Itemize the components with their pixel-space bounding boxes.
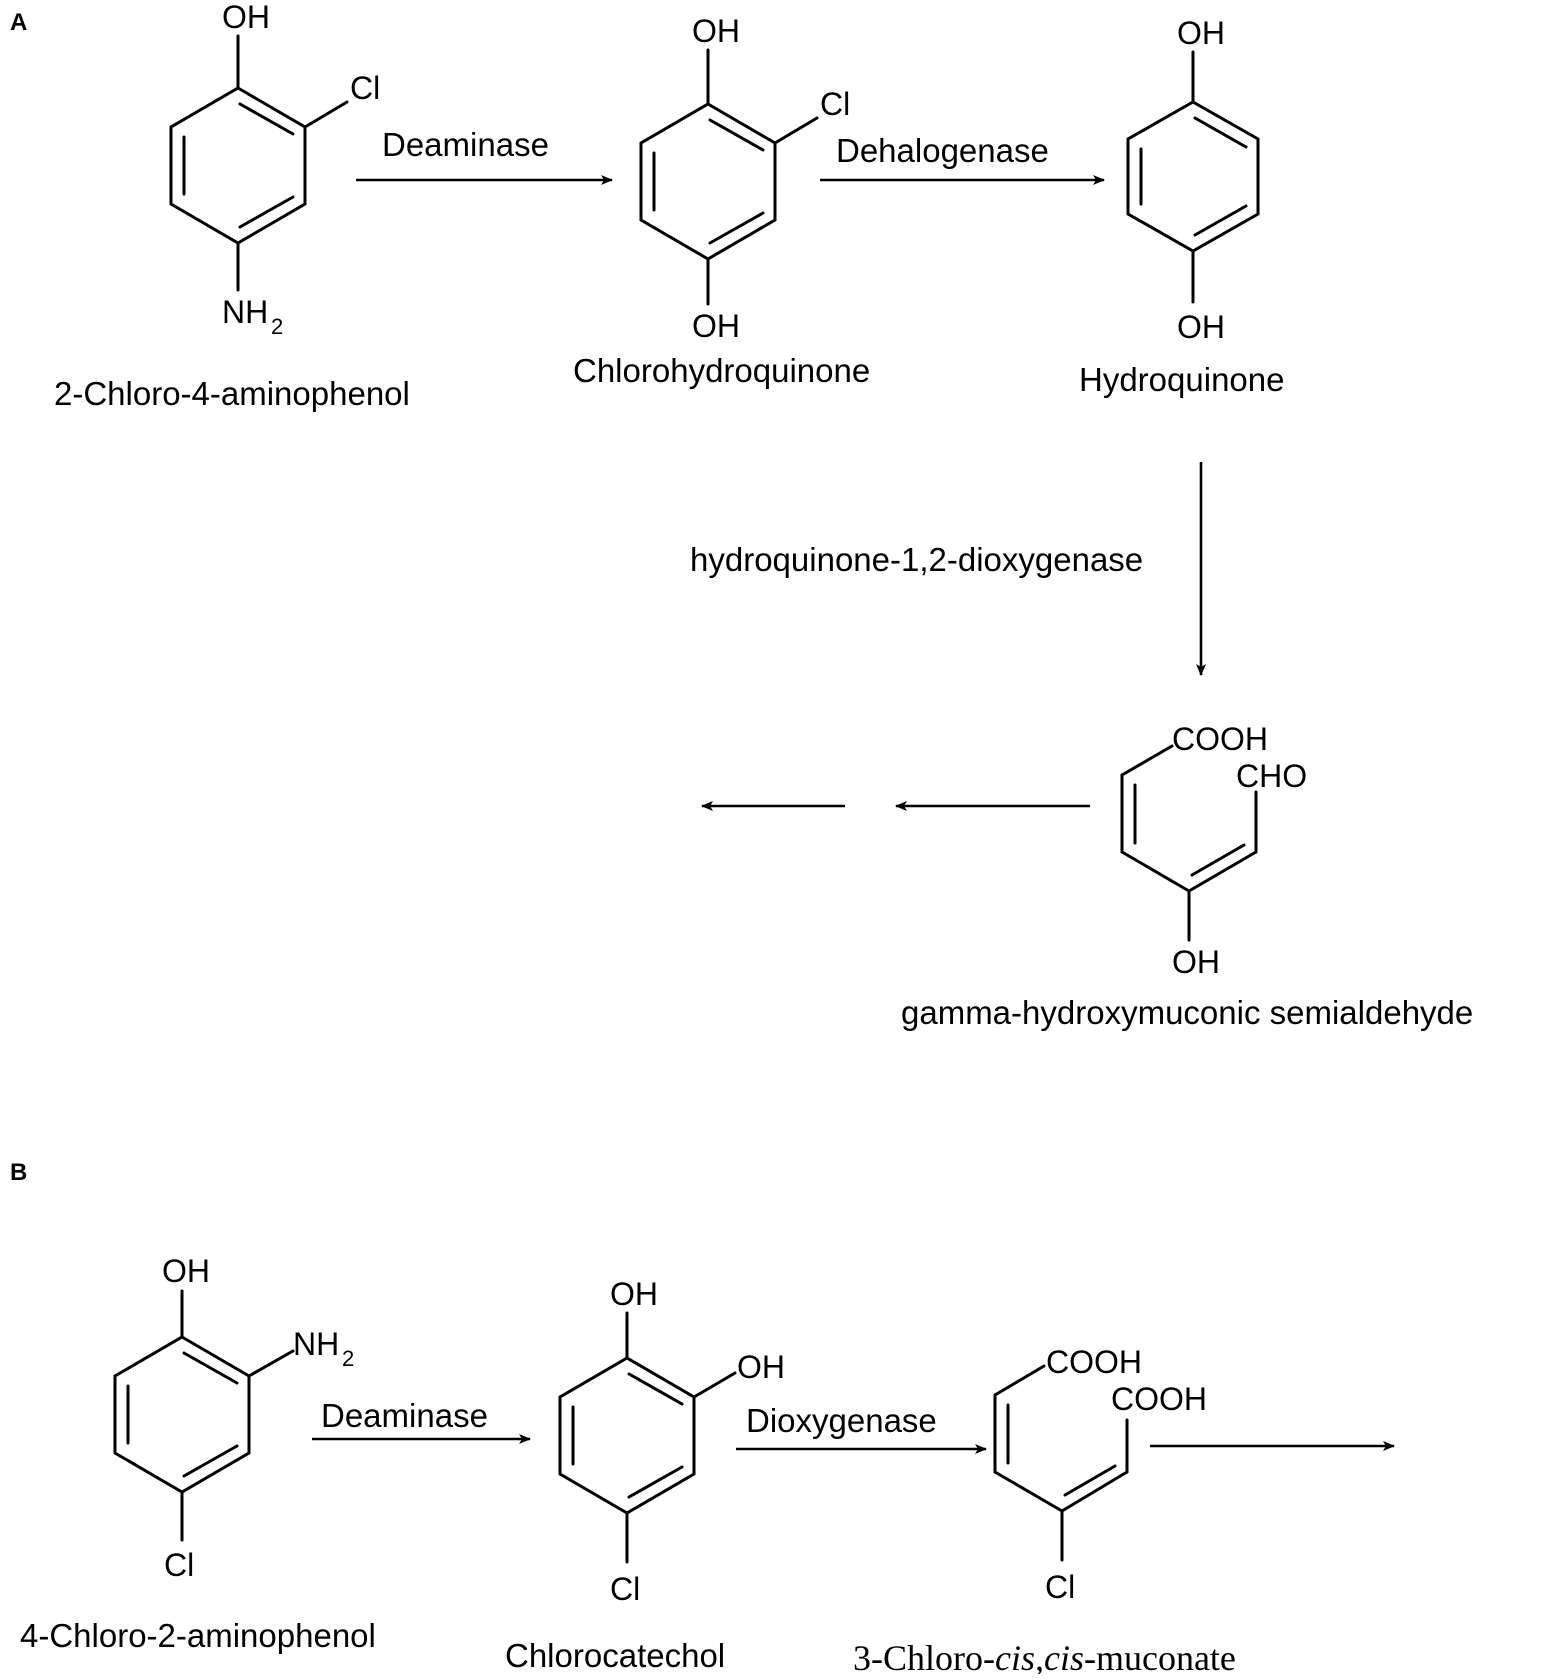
benzene-ring xyxy=(1126,100,1260,253)
benzene-ring xyxy=(169,86,307,245)
benzene-ring xyxy=(639,102,777,261)
enzyme-label-dioxygenase: Dioxygenase xyxy=(746,1402,937,1439)
enzyme-label-deaminase: Deaminase xyxy=(382,126,549,163)
atom-cl: Cl xyxy=(610,1571,640,1607)
atom-cooh: COOH xyxy=(1111,1381,1207,1417)
compound-name-gamma-hydroxymuconic-semialdehyde: gamma-hydroxymuconic semialdehyde xyxy=(901,994,1473,1031)
benzene-ring xyxy=(558,1356,696,1515)
molecule-chlorohydroquinone: OH Cl OH xyxy=(639,13,850,344)
atom-cooh: COOH xyxy=(1172,721,1268,757)
atom-cho: CHO xyxy=(1236,758,1307,794)
atom-cl: Cl xyxy=(164,1547,194,1583)
atom-oh: OH xyxy=(610,1276,658,1312)
compound-name-3-chloro-cis-cis-muconate: 3-Chloro-cis,cis-muconate xyxy=(853,1638,1236,1674)
compound-name-hydroquinone: Hydroquinone xyxy=(1079,361,1284,398)
panel-label-b: B xyxy=(10,1159,27,1186)
molecule-hydroquinone: OH OH xyxy=(1126,15,1260,345)
compound-name-prefix: 3-Chloro- xyxy=(853,1638,995,1674)
molecule-gamma-hydroxymuconic-semialdehyde: COOH CHO OH xyxy=(1120,721,1307,980)
atom-oh: OH xyxy=(737,1349,785,1385)
atom-subscript-2: 2 xyxy=(342,1346,354,1371)
compound-name-chlorocatechol: Chlorocatechol xyxy=(505,1637,725,1674)
enzyme-label-dehalogenase: Dehalogenase xyxy=(836,132,1049,169)
compound-name-4-chloro-2-aminophenol: 4-Chloro-2-aminophenol xyxy=(20,1617,376,1654)
panel-label-a: A xyxy=(10,9,27,36)
atom-oh: OH xyxy=(162,1253,210,1289)
atom-subscript-2: 2 xyxy=(271,314,283,339)
molecule-3-chloro-cis-cis-muconate: COOH COOH Cl xyxy=(993,1344,1207,1605)
compound-name-chlorohydroquinone: Chlorohydroquinone xyxy=(573,352,870,389)
atom-oh: OH xyxy=(222,0,270,35)
atom-nh: NH xyxy=(293,1326,339,1362)
molecule-2-chloro-4-aminophenol: OH Cl NH 2 xyxy=(169,0,380,339)
atom-cl: Cl xyxy=(350,70,380,106)
compound-name-italic: cis,cis xyxy=(995,1638,1084,1674)
molecule-4-chloro-2-aminophenol: OH NH 2 Cl xyxy=(113,1253,354,1583)
compound-name-2-chloro-4-aminophenol: 2-Chloro-4-aminophenol xyxy=(54,375,410,412)
atom-oh: OH xyxy=(1172,944,1220,980)
molecule-chlorocatechol: OH OH Cl xyxy=(558,1276,785,1607)
benzene-ring xyxy=(113,1335,251,1494)
atom-oh: OH xyxy=(692,308,740,344)
atom-nh: NH xyxy=(222,294,268,330)
enzyme-label-deaminase: Deaminase xyxy=(321,1397,488,1434)
atom-cl: Cl xyxy=(820,86,850,122)
enzyme-label-hydroquinone-dioxygenase: hydroquinone-1,2-dioxygenase xyxy=(690,541,1143,578)
atom-oh: OH xyxy=(1177,309,1225,345)
atom-oh: OH xyxy=(1177,15,1225,51)
atom-oh: OH xyxy=(692,13,740,49)
atom-cooh: COOH xyxy=(1046,1344,1142,1380)
atom-cl: Cl xyxy=(1045,1569,1075,1605)
compound-name-suffix: -muconate xyxy=(1084,1638,1236,1674)
